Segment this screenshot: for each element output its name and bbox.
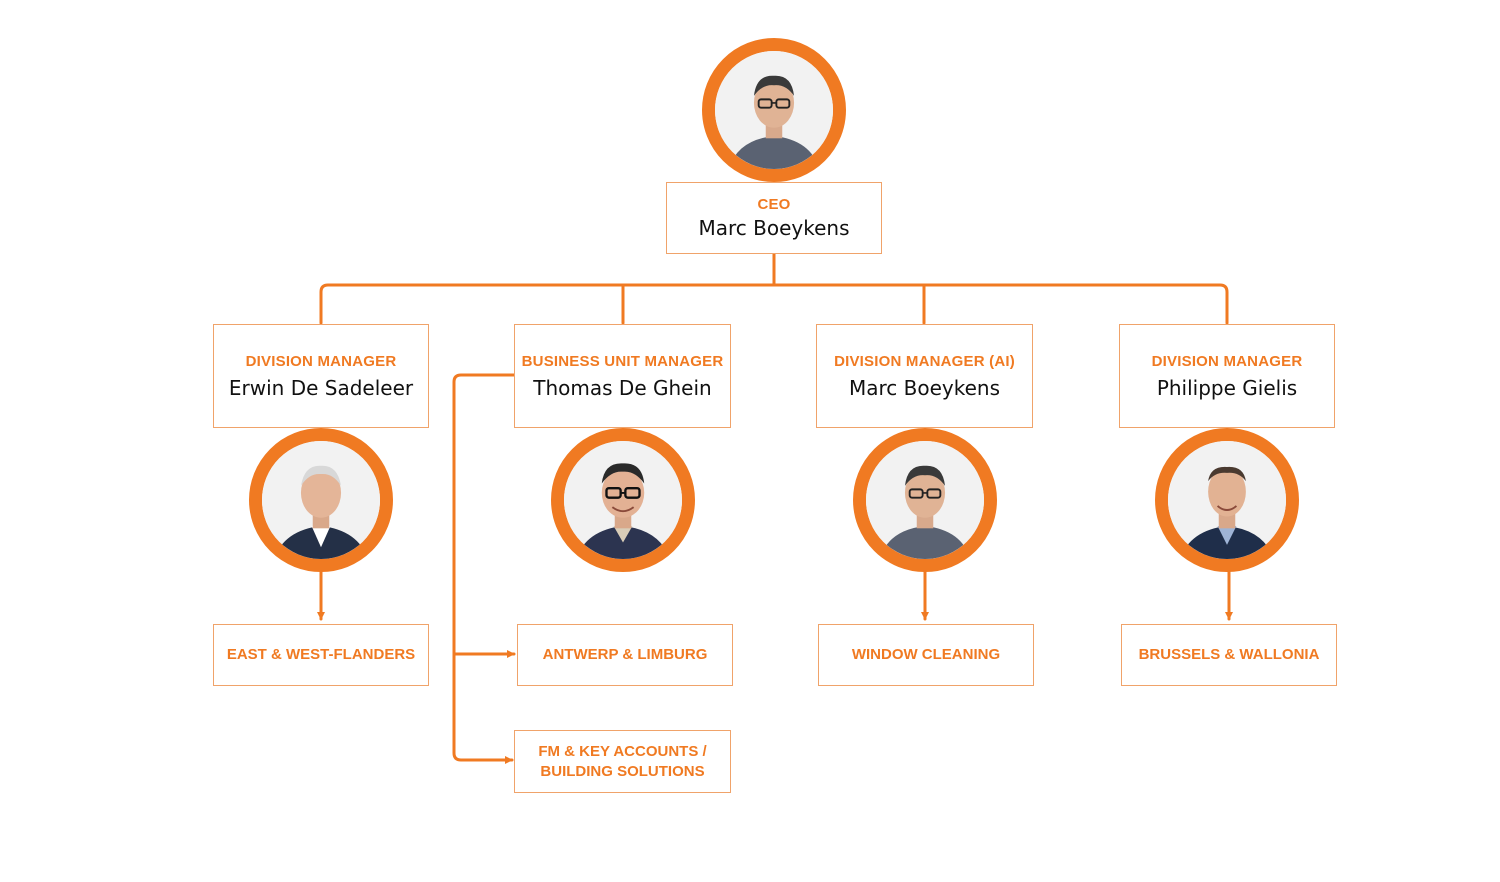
unit-box-antwerp-limburg: ANTWERP & LIMBURG <box>517 624 733 686</box>
manager-box-philippe: DIVISION MANAGER Philippe Gielis <box>1119 324 1335 428</box>
person-avatar-icon <box>866 441 984 559</box>
manager-photo-erwin <box>249 428 393 572</box>
manager-name: Marc Boeykens <box>848 375 1000 400</box>
manager-role: BUSINESS UNIT MANAGER <box>521 352 724 370</box>
manager-box-marc: DIVISION MANAGER (AI) Marc Boeykens <box>816 324 1033 428</box>
unit-label: EAST & WEST-FLANDERS <box>226 646 416 663</box>
unit-label: ANTWERP & LIMBURG <box>542 646 708 663</box>
manager-photo-marc <box>853 428 997 572</box>
manager-photo-thomas <box>551 428 695 572</box>
manager-name: Erwin De Sadeleer <box>228 375 414 400</box>
manager-bus-line <box>319 283 1229 325</box>
unit-label-line1: FM & KEY ACCOUNTS / <box>538 742 707 760</box>
bracket-line <box>452 373 516 764</box>
manager-role: DIVISION MANAGER <box>245 352 397 370</box>
manager-role: DIVISION MANAGER (AI) <box>834 352 1015 370</box>
unit-label: WINDOW CLEANING <box>851 646 1001 663</box>
unit-box-brussels-wallonia: BRUSSELS & WALLONIA <box>1121 624 1337 686</box>
manager-name: Philippe Gielis <box>1156 375 1298 400</box>
manager-name: Thomas De Ghein <box>533 375 712 400</box>
ceo-photo <box>702 38 846 182</box>
unit-box-window-cleaning: WINDOW CLEANING <box>818 624 1034 686</box>
manager-role: DIVISION MANAGER <box>1151 352 1303 370</box>
person-avatar-icon <box>1168 441 1286 559</box>
manager-photo-philippe <box>1155 428 1299 572</box>
ceo-box: CEO Marc Boeykens <box>666 182 882 254</box>
person-avatar-icon <box>715 51 833 169</box>
manager-box-erwin: DIVISION MANAGER Erwin De Sadeleer <box>213 324 429 428</box>
unit-label-line2: BUILDING SOLUTIONS <box>540 762 705 780</box>
unit-label: BRUSSELS & WALLONIA <box>1138 646 1320 663</box>
unit-box-east-west-flanders: EAST & WEST-FLANDERS <box>213 624 429 686</box>
ceo-name: Marc Boeykens <box>698 216 850 240</box>
ceo-role: CEO <box>757 196 791 213</box>
manager-box-thomas: BUSINESS UNIT MANAGER Thomas De Ghein <box>514 324 731 428</box>
person-avatar-icon <box>262 441 380 559</box>
unit-box-fm-key-accounts: FM & KEY ACCOUNTS / BUILDING SOLUTIONS <box>514 730 731 793</box>
person-avatar-icon <box>564 441 682 559</box>
